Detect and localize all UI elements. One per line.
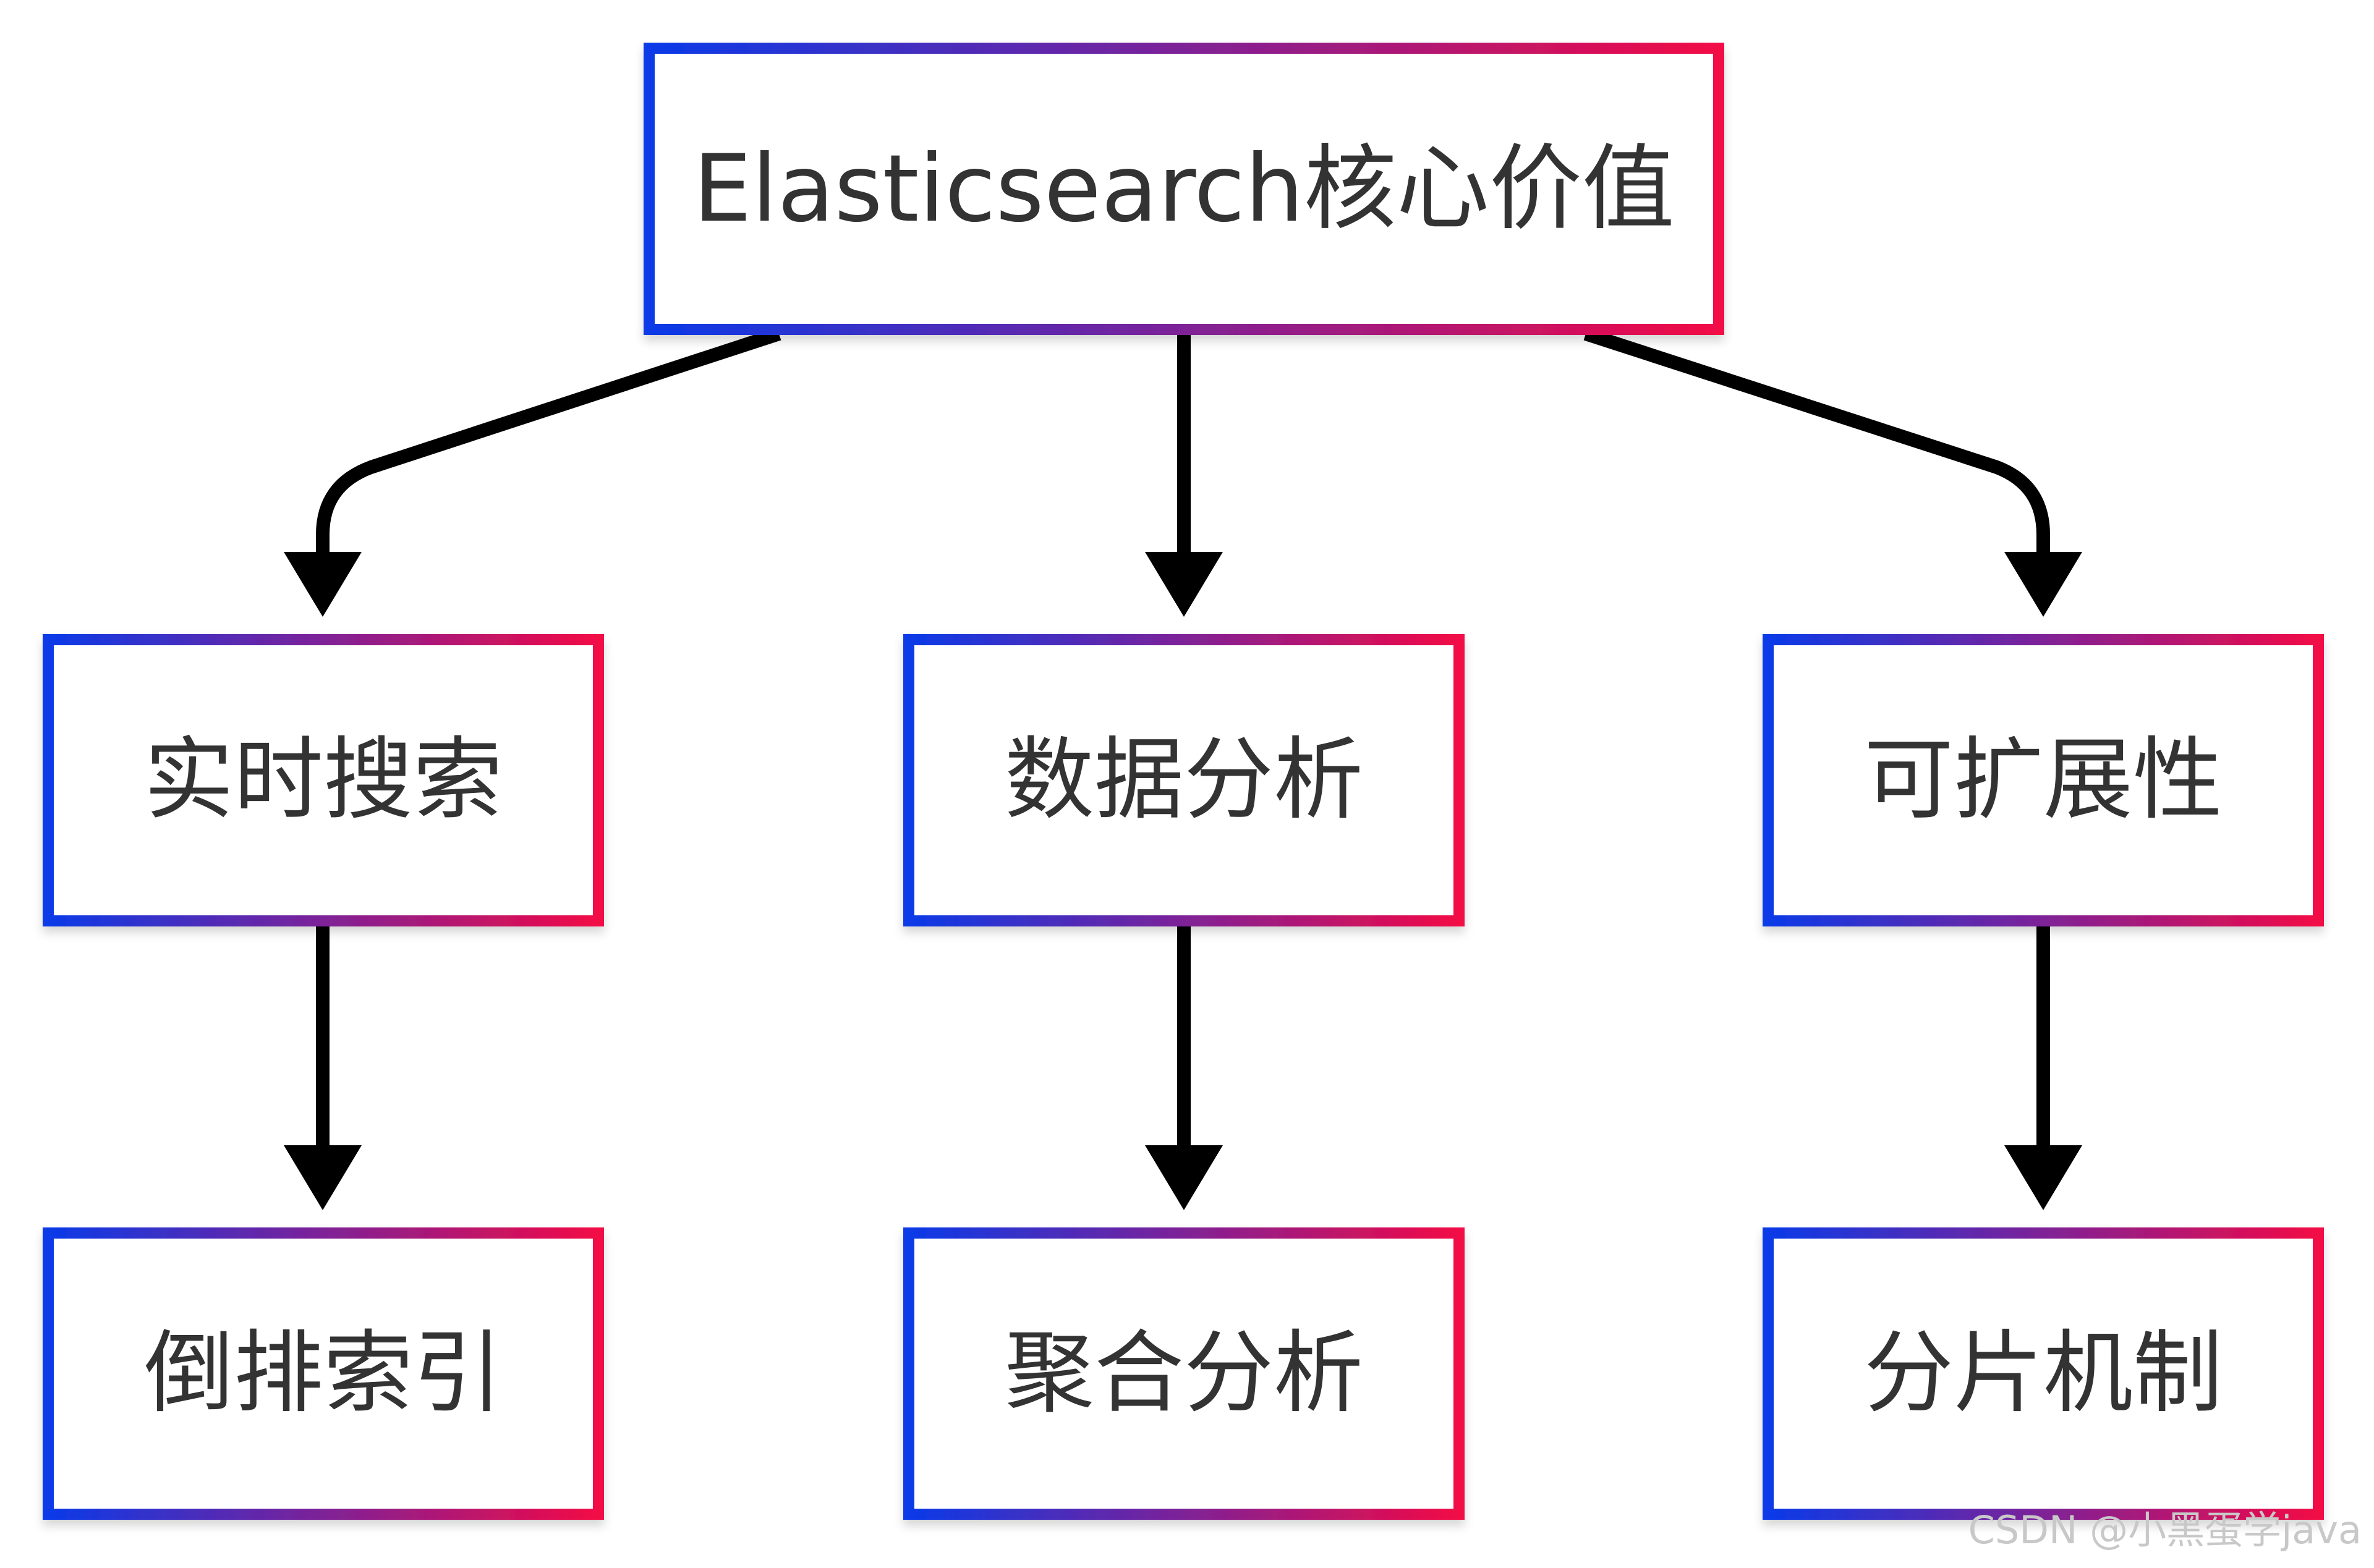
node-scalability[interactable]: 可扩展性 bbox=[1763, 634, 2324, 926]
root-node-box bbox=[644, 43, 1724, 335]
node-sharding-label: 分片机制 bbox=[1864, 1321, 2223, 1426]
connector-root-to-realtime-search bbox=[316, 327, 781, 559]
node-inverted-index[interactable]: 倒排索引 bbox=[43, 1227, 604, 1520]
node-aggregation[interactable]: 聚合分析 bbox=[903, 1227, 1465, 1520]
node-realtime-search-box bbox=[43, 634, 604, 926]
node-data-analysis-box bbox=[903, 634, 1465, 926]
root-node-label: Elasticsearch核心价值 bbox=[693, 135, 1675, 243]
arrowhead-scalability bbox=[2004, 552, 2082, 617]
arrowhead-realtime-search bbox=[284, 552, 362, 617]
node-sharding-box bbox=[1763, 1227, 2324, 1520]
node-realtime-search-label: 实时搜索 bbox=[144, 728, 503, 833]
node-aggregation-label: 聚合分析 bbox=[1005, 1321, 1363, 1426]
node-data-analysis[interactable]: 数据分析 bbox=[903, 634, 1465, 926]
node-realtime-search[interactable]: 实时搜索 bbox=[43, 634, 604, 926]
node-inverted-index-box bbox=[43, 1227, 604, 1520]
arrowhead-aggregation bbox=[1145, 1145, 1223, 1210]
root-node[interactable]: Elasticsearch核心价值 bbox=[644, 43, 1724, 335]
node-inverted-index-label: 倒排索引 bbox=[144, 1321, 503, 1426]
node-aggregation-box bbox=[903, 1227, 1465, 1520]
node-data-analysis-label: 数据分析 bbox=[1005, 728, 1363, 833]
connectors bbox=[316, 327, 2050, 1153]
watermark: CSDN @小黑蛋学java bbox=[1968, 1507, 2362, 1553]
connector-root-to-scalability bbox=[1583, 327, 2050, 559]
node-sharding[interactable]: 分片机制 bbox=[1763, 1227, 2324, 1520]
arrowhead-sharding bbox=[2004, 1145, 2082, 1210]
arrowheads bbox=[284, 552, 2082, 1210]
arrowhead-inverted-index bbox=[284, 1145, 362, 1210]
arrowhead-data-analysis bbox=[1145, 552, 1223, 617]
node-scalability-box bbox=[1763, 634, 2324, 926]
node-scalability-label: 可扩展性 bbox=[1864, 728, 2223, 833]
